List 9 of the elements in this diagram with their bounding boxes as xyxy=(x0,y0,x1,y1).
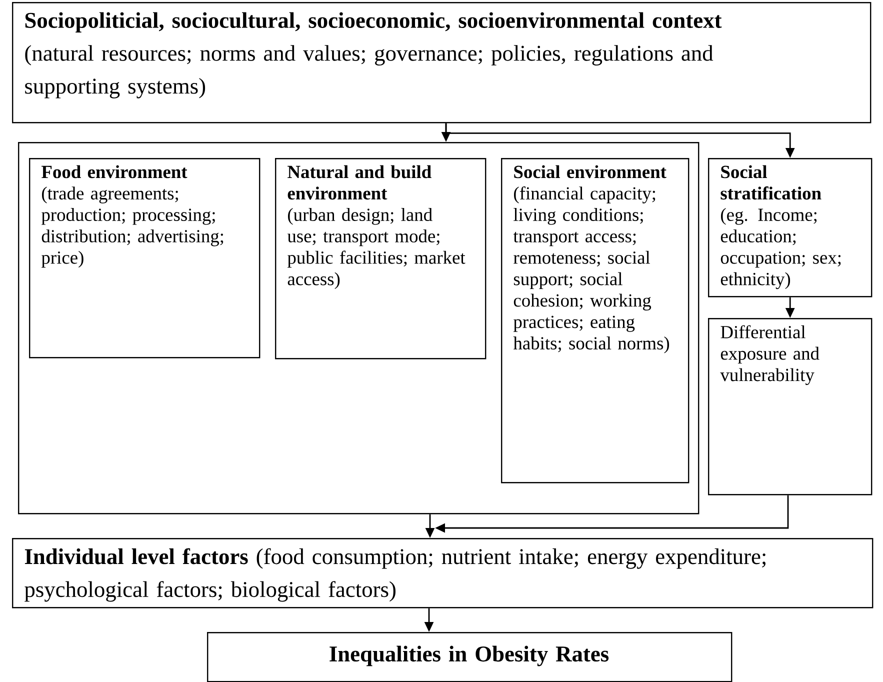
frame-box xyxy=(18,142,700,514)
factor-box: Inequalities in Obesity Rates xyxy=(207,632,732,682)
factor-box: Social stratification (eg. Income; education; occupation; sex; ethnicity) xyxy=(708,158,872,298)
factor-box: Individual level factors (food consumption; nutrient intake; energy expenditure; psychological factors; biological factors) xyxy=(12,538,874,608)
factor-box: Social environment (financial capacity; living conditions; transport access; remoteness; social support; social cohesion; working practices; eating habits; social norms) xyxy=(501,158,690,484)
factor-box: Natural and build environment (urban design; land use; transport mode; public facilities; market access) xyxy=(275,158,486,360)
factor-box: Sociopoliticial, sociocultural, socioeconomic, socioenvironmental context (natural resources; norms and values; governance; policies, regulations and supporting systems) xyxy=(12,2,872,124)
factor-box: Differential exposure and vulnerability xyxy=(708,318,872,496)
factor-box: Food environment (trade agreements; production; processing; distribution; advertising; price) xyxy=(29,158,260,358)
